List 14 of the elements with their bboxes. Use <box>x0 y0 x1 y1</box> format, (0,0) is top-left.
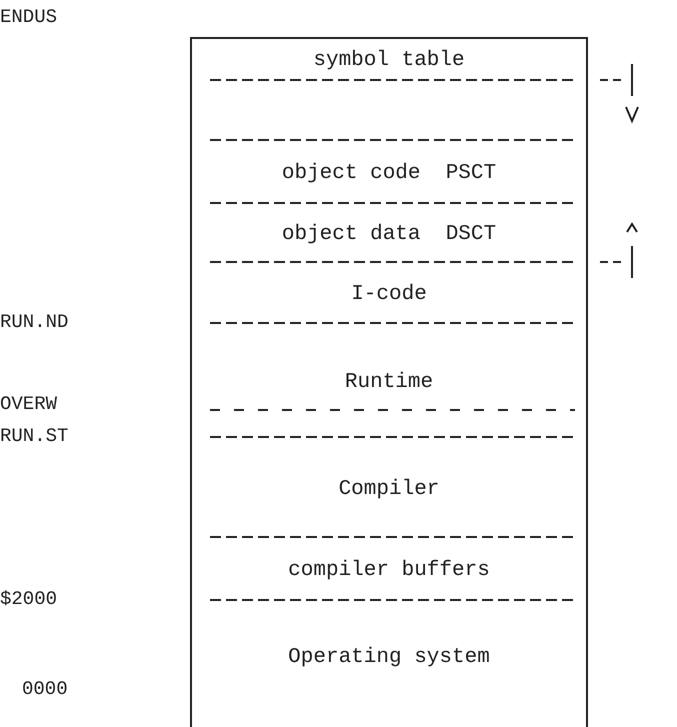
memory-region-label: Runtime <box>344 370 434 394</box>
memory-region-label: I-code <box>351 283 427 306</box>
address-label: OVERW <box>0 393 58 415</box>
address-label: $2000 <box>0 588 58 610</box>
address-label: RUN.ST <box>0 425 68 447</box>
address-label: ENDUS <box>0 6 58 28</box>
memory-region-label: object code PSCT <box>282 162 496 185</box>
memory-region-label: Operating system <box>288 646 490 668</box>
address-label: 0000 <box>22 678 68 700</box>
address-label: RUN.ND <box>0 311 68 333</box>
memory-region-label: compiler buffers <box>288 559 490 582</box>
memory-region-label: Compiler <box>338 478 440 500</box>
memory-region-label: object data DSCT <box>282 223 496 246</box>
memory-region-label: symbol table <box>313 49 465 72</box>
